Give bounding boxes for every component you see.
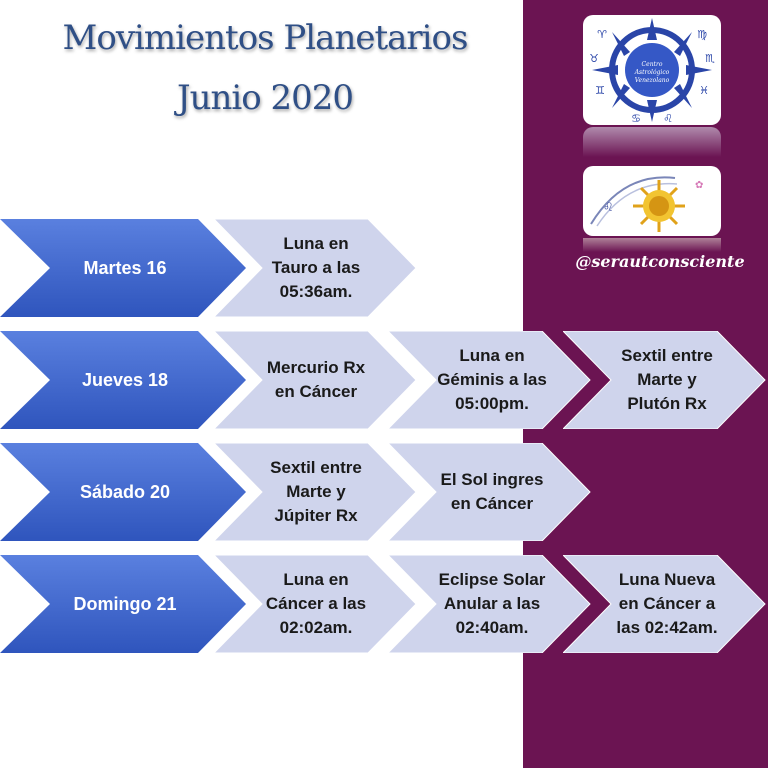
day-arrow — [0, 219, 246, 317]
logo-reflection — [583, 127, 721, 157]
row-jueves-18: Jueves 18 Mercurio Rx en Cáncer Luna en … — [0, 331, 768, 429]
page-title: Movimientos Planetarios — [62, 18, 469, 58]
day-label: Jueves 18 — [81, 369, 169, 390]
event-arrow — [563, 555, 766, 653]
event-text: Sextil entre Marte y Júpiter Rx — [270, 458, 362, 525]
row-martes-16: Martes 16 Luna en Tauro a las 05:36am. — [0, 219, 768, 317]
event-arrow — [388, 443, 591, 541]
logo-reflection — [583, 238, 721, 252]
event-arrow — [214, 219, 417, 317]
svg-text:♊: ♊ — [595, 84, 605, 97]
event-text: Luna en Géminis a las 05:00pm. — [437, 346, 547, 413]
svg-text:Astrológico: Astrológico — [634, 69, 670, 76]
day-arrow — [0, 555, 246, 653]
event-text: Luna en Tauro a las 05:36am. — [271, 234, 361, 301]
event-arrow — [214, 555, 417, 653]
event-arrow — [388, 555, 591, 653]
svg-text:♉: ♉ — [589, 52, 599, 65]
day-label: Martes 16 — [83, 257, 167, 278]
svg-text:Venezolano: Venezolano — [635, 77, 670, 84]
day-arrow — [0, 443, 246, 541]
row-sabado-20: Sábado 20 Sextil entre Marte y Júpiter R… — [0, 443, 768, 541]
event-arrow — [214, 331, 417, 429]
event-text: Mercurio Rx en Cáncer — [266, 358, 366, 401]
event-text: Luna en Cáncer a las 02:02am. — [265, 570, 367, 637]
svg-text:Centro: Centro — [642, 61, 663, 68]
sun-logo: ♌ ✿ — [583, 166, 721, 236]
svg-text:✿: ✿ — [695, 180, 703, 191]
row-domingo-21: Domingo 21 Luna en Cáncer a las 02:02am.… — [0, 555, 768, 653]
day-label: Sábado 20 — [79, 481, 171, 502]
event-arrow — [388, 331, 591, 429]
page-subtitle: Junio 2020 — [176, 78, 354, 118]
svg-text:♓: ♓ — [699, 84, 709, 97]
event-text: El Sol ingres en Cáncer — [440, 470, 544, 513]
svg-text:♍: ♍ — [697, 28, 707, 41]
event-arrow — [563, 331, 766, 429]
svg-text:♈: ♈ — [597, 28, 607, 41]
day-arrow — [0, 331, 246, 429]
svg-text:♋: ♋ — [631, 112, 641, 125]
event-text: Luna Nueva en Cáncer a las 02:42am. — [616, 570, 718, 637]
event-text: Eclipse Solar Anular a las 02:40am. — [438, 570, 546, 637]
svg-text:♌: ♌ — [663, 112, 673, 125]
day-label: Domingo 21 — [73, 593, 177, 614]
svg-text:♌: ♌ — [603, 200, 614, 214]
event-text: Sextil entre Marte y Plutón Rx — [621, 346, 713, 413]
svg-text:♏: ♏ — [705, 52, 715, 65]
astrology-center-logo: Centro Astrológico Venezolano ♈ ♍ ♉ ♏ ♊ … — [583, 15, 721, 125]
social-handle: @serautconsciente — [575, 252, 745, 271]
event-arrow — [214, 443, 417, 541]
